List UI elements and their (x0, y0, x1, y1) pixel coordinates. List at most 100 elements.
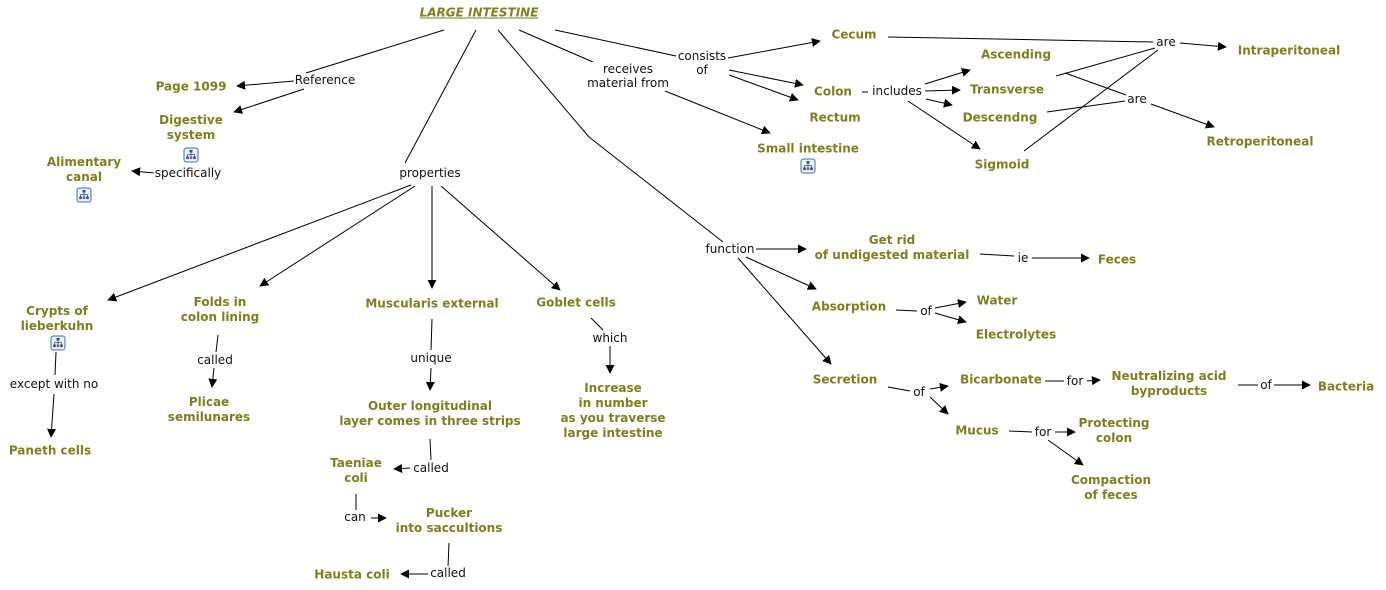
link-label-called-taeniae[interactable]: called (412, 461, 450, 475)
concept-cecum[interactable]: Cecum (831, 27, 877, 42)
concept-neutralizing-acid-byproducts[interactable]: Neutralizing acid byproducts (1111, 369, 1227, 398)
concept-bacteria[interactable]: Bacteria (1317, 379, 1375, 394)
concept-folds-in-colon-lining[interactable]: Folds in colon lining (180, 295, 260, 324)
concept-compaction-of-feces[interactable]: Compaction of feces (1071, 473, 1151, 502)
connector-descending-to-are-retro (1046, 100, 1126, 113)
link-label-function[interactable]: function (704, 242, 756, 256)
link-label-called-hausta[interactable]: called (429, 566, 467, 580)
connector-properties-to-goblet (440, 185, 561, 291)
connector-pucker-to-called (447, 542, 450, 568)
connector-transverse-to-are (1055, 47, 1156, 77)
connector-of-to-bicarbonate (929, 382, 949, 392)
concept-feces[interactable]: Feces (1097, 252, 1137, 267)
connector-root-to-reference (305, 29, 445, 74)
link-label-includes[interactable]: includes (871, 84, 923, 98)
connector-are-to-intraperitoneal (1179, 41, 1227, 51)
concept-outer-longitudinal-layer[interactable]: Outer longitudinal layer comes in three … (339, 399, 521, 428)
link-label-which[interactable]: which (591, 331, 629, 345)
link-label-specifically[interactable]: specifically (153, 166, 223, 180)
concept-electrolytes[interactable]: Electrolytes (975, 327, 1057, 342)
connector-goblet-to-which (590, 317, 604, 331)
link-label-can[interactable]: can (343, 510, 367, 524)
concept-muscularis-external[interactable]: Muscularis external (365, 296, 499, 311)
concept-colon[interactable]: Colon (814, 84, 852, 99)
submap-icon[interactable] (800, 158, 816, 174)
submap-icon[interactable] (183, 147, 199, 163)
concept-water[interactable]: Water (976, 293, 1018, 308)
connector-cecum-to-are (887, 36, 1154, 43)
concept-descending[interactable]: Descendng (962, 110, 1038, 125)
connector-get-rid-to-ie (979, 253, 1015, 257)
concept-protecting-colon[interactable]: Protecting colon (1078, 416, 1150, 445)
link-label-called-plicae[interactable]: called (196, 353, 234, 367)
link-label-of-neutralizing[interactable]: of (1259, 378, 1273, 392)
connector-of-to-water (934, 299, 967, 309)
connector-called-to-taeniae (393, 464, 411, 473)
connector-called-to-plicae (208, 367, 218, 388)
connector-specifically-to-alimentary (131, 167, 156, 177)
concept-plicae-semilunares[interactable]: Plicae semilunares (167, 395, 251, 424)
concept-ascending[interactable]: Ascending (980, 47, 1052, 62)
link-label-of-absorption[interactable]: of (919, 304, 933, 318)
link-label-reference[interactable]: Reference (293, 73, 357, 87)
submap-icon[interactable] (76, 187, 92, 203)
submap-icon[interactable] (50, 335, 66, 351)
link-label-receives-material-from[interactable]: receives material from (586, 62, 670, 90)
link-label-except-with-no[interactable]: except with no (8, 377, 100, 391)
connector-crypts-to-except (54, 351, 57, 376)
concept-small-intestine[interactable]: Small intestine (757, 141, 859, 156)
link-label-are-intraperitoneal[interactable]: are (1155, 35, 1177, 49)
link-label-for-bicarbonate[interactable]: for (1065, 374, 1085, 388)
concept-page-1099[interactable]: Page 1099 (155, 79, 227, 94)
connector-reference-to-page1099 (236, 80, 295, 90)
connector-folds-to-called (215, 334, 219, 353)
link-label-unique[interactable]: unique (409, 351, 453, 365)
connector-receives-to-small-intestine (664, 90, 771, 135)
concept-hausta-coli[interactable]: Hausta coli (314, 567, 390, 582)
connector-mucus-to-for (1008, 430, 1033, 433)
connector-function-to-secretion (737, 257, 832, 365)
link-label-ie[interactable]: ie (1016, 251, 1030, 265)
connector-includes-to-transverse (924, 85, 961, 95)
connector-secretion-to-of (887, 386, 911, 392)
concept-absorption[interactable]: Absorption (811, 299, 887, 314)
concept-get-rid-undigested[interactable]: Get rid of undigested material (814, 233, 970, 262)
connector-root-to-receives (518, 29, 594, 63)
link-label-properties[interactable]: properties (398, 166, 462, 180)
concept-retroperitoneal[interactable]: Retroperitoneal (1206, 134, 1314, 149)
concept-secretion[interactable]: Secretion (812, 372, 878, 387)
link-label-for-mucus[interactable]: for (1033, 425, 1053, 439)
concept-bicarbonate[interactable]: Bicarbonate (960, 372, 1042, 387)
connector-root-to-consists (554, 29, 677, 57)
connector-consists-to-cecum (727, 38, 821, 59)
concept-sigmoid[interactable]: Sigmoid (974, 157, 1030, 172)
connector-of-to-electrolytes (934, 312, 967, 325)
connector-outer-to-called (429, 438, 432, 461)
concept-paneth-cells[interactable]: Paneth cells (8, 443, 92, 458)
concept-goblet-cells[interactable]: Goblet cells (536, 295, 616, 310)
concept-rectum[interactable]: Rectum (809, 110, 861, 125)
concept-mucus[interactable]: Mucus (955, 423, 999, 438)
connector-includes-to-sigmoid (907, 100, 981, 150)
concept-intraperitoneal[interactable]: Intraperitoneal (1237, 43, 1341, 58)
concept-increase-in-number[interactable]: Increase in number as you traverse large… (560, 381, 666, 440)
connector-transverse-to-are-retro (1064, 72, 1127, 96)
connector-reference-to-digestive (233, 88, 305, 114)
connector-properties-to-crypts (107, 184, 412, 302)
concept-alimentary-canal[interactable]: Alimentary canal (46, 155, 122, 184)
concept-pucker-into-saccultions[interactable]: Pucker into saccultions (395, 506, 503, 535)
connector-root-to-properties (404, 29, 477, 164)
concept-transverse[interactable]: Transverse (970, 82, 1044, 97)
concept-crypts-of-lieberkuhn[interactable]: Crypts of lieberkuhn (20, 304, 94, 333)
connector-muscularis-to-unique (430, 318, 433, 351)
link-label-consists-of[interactable]: consists of (676, 49, 728, 77)
link-label-are-retroperitoneal[interactable]: are (1126, 92, 1148, 106)
hierarchy-icon (79, 190, 89, 200)
connector-except-to-paneth (47, 393, 57, 438)
link-label-of-secretion[interactable]: of (912, 385, 926, 399)
connector-consists-to-rectum (728, 74, 799, 102)
concept-digestive-system[interactable]: Digestive system (159, 113, 223, 142)
concept-taeniae-coli[interactable]: Taeniae coli (330, 456, 382, 485)
root-concept-large-intestine[interactable]: LARGE INTESTINE (419, 5, 539, 20)
